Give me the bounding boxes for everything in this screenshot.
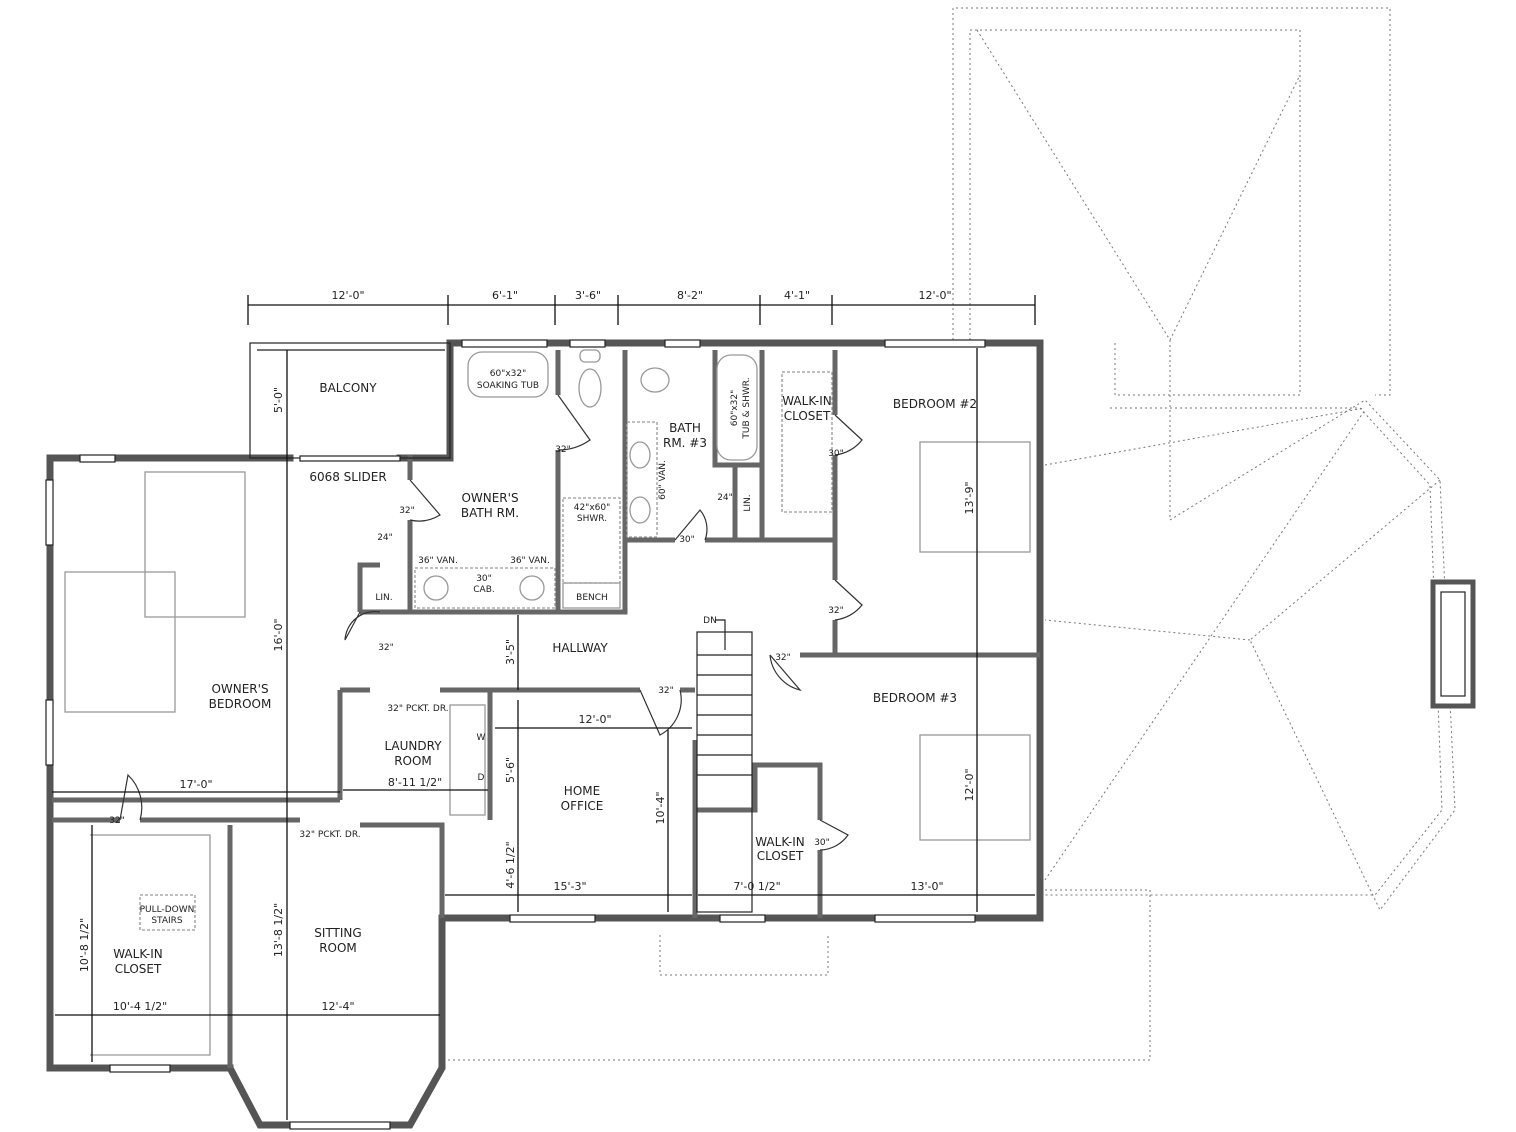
- dimension-lines: [52, 295, 1036, 1120]
- chimney-flue: [1440, 591, 1466, 697]
- label-dn: DN: [703, 616, 717, 626]
- door-swings: [119, 394, 863, 851]
- label-walkin-top-2: CLOSET: [784, 409, 831, 423]
- door-label: 32": [555, 445, 571, 455]
- door-label: 30": [679, 535, 695, 545]
- label-soaking-tub: 60"x32": [490, 369, 527, 379]
- label-walkin-left-2: CLOSET: [115, 962, 162, 976]
- dim-label: 13'-0": [910, 880, 943, 893]
- dim-label: 8'-11 1/2": [388, 776, 442, 789]
- label-pocket-door-b: 32" PCKT. DR.: [299, 830, 360, 840]
- label-washer: W: [477, 733, 486, 743]
- label-sitting-room-2: ROOM: [319, 941, 357, 955]
- label-shower-2: SHWR.: [577, 514, 607, 524]
- dimension-labels: 12'-0" 6'-1" 3'-6" 8'-2" 4'-1" 12'-0" 5'…: [78, 289, 976, 1013]
- dim-label: 12'-0": [963, 768, 976, 801]
- dim-label: 3'-6": [575, 289, 601, 302]
- label-owners-bedroom-2: BEDROOM: [209, 697, 272, 711]
- dim-label: 13'-8 1/2": [272, 903, 285, 957]
- label-tub-shower: 60"x32": [730, 390, 740, 427]
- label-36-van-b: 36" VAN.: [510, 556, 550, 566]
- label-sitting-room: SITTING: [314, 926, 361, 940]
- door-label: 24": [377, 533, 393, 543]
- dim-label: 10'-4 1/2": [113, 1000, 167, 1013]
- door-label: 32": [378, 643, 394, 653]
- door-label: 30": [828, 449, 844, 459]
- dim-label: 15'-3": [553, 880, 586, 893]
- label-dryer: D: [478, 773, 485, 783]
- room-labels: BALCONY OWNER'S BATH RM. BATH RM. #3 WAL…: [113, 381, 977, 976]
- dim-label: 10'-8 1/2": [78, 918, 91, 972]
- dim-label: 5'-0": [272, 387, 285, 413]
- label-owners-bath: OWNER'S: [461, 491, 518, 505]
- dim-label: 13'-9": [963, 481, 976, 514]
- label-bench: BENCH: [576, 593, 608, 603]
- label-lin-b: LIN.: [743, 494, 753, 511]
- label-walkin-left: WALK-IN: [113, 947, 163, 961]
- door-label: 32": [109, 816, 125, 826]
- label-36-van-a: 36" VAN.: [418, 556, 458, 566]
- walls: [46, 339, 1044, 1129]
- label-cab: 30": [476, 574, 492, 584]
- label-60-van: 60" VAN.: [658, 460, 668, 500]
- label-home-office-2: OFFICE: [561, 799, 604, 813]
- dim-label: 17'-0": [179, 778, 212, 791]
- door-label: 32": [658, 686, 674, 696]
- stairs: [696, 619, 753, 913]
- label-hallway: HALLWAY: [552, 641, 608, 655]
- dim-label: 16'-0": [272, 618, 285, 651]
- label-shower: 42"x60": [574, 503, 611, 513]
- label-balcony: BALCONY: [319, 381, 377, 395]
- label-pull-down: PULL-DOWN: [140, 905, 195, 915]
- dim-label: 5'-6": [504, 757, 517, 783]
- label-laundry-2: ROOM: [394, 754, 432, 768]
- door-label: 32": [828, 606, 844, 616]
- dim-label: 12'-4": [321, 1000, 354, 1013]
- dim-label: 12'-0": [918, 289, 951, 302]
- chimney: [1430, 579, 1476, 709]
- label-bath3-2: RM. #3: [663, 436, 707, 450]
- label-walkin-mid-2: CLOSET: [757, 849, 804, 863]
- fixtures: [64, 349, 1031, 1056]
- dim-label: 8'-2": [677, 289, 703, 302]
- dim-label: 12'-0": [578, 713, 611, 726]
- dim-label: 4'-1": [784, 289, 810, 302]
- dim-label: 12'-0": [331, 289, 364, 302]
- label-walkin-top: WALK-IN: [782, 394, 832, 408]
- label-lin-a: LIN.: [375, 593, 392, 603]
- dim-label: 3'-5": [504, 639, 517, 665]
- label-tub-shower-2: TUB & SHWR.: [742, 377, 752, 439]
- door-label: 24": [717, 493, 733, 503]
- door-label: 30": [814, 838, 830, 848]
- roof-outline: [445, 7, 1456, 1061]
- label-bedroom3: BEDROOM #3: [873, 691, 957, 705]
- dim-label: 6'-1": [492, 289, 518, 302]
- label-pocket-door-a: 32" PCKT. DR.: [387, 704, 448, 714]
- label-soaking-tub-2: SOAKING TUB: [477, 381, 539, 391]
- label-bath3: BATH: [669, 421, 701, 435]
- label-home-office: HOME: [564, 784, 600, 798]
- label-owners-bedroom: OWNER'S: [211, 682, 268, 696]
- door-label: 32": [775, 653, 791, 663]
- windows: [45, 339, 986, 1130]
- label-cab-2: CAB.: [473, 585, 494, 595]
- dim-label: 10'-4": [654, 791, 667, 824]
- dim-label: 4'-6 1/2": [504, 841, 517, 888]
- label-slider: 6068 SLIDER: [309, 470, 386, 484]
- door-label: 32": [399, 506, 415, 516]
- door-labels: 32" 32" 24" 32" 30" 24" 30" 32" 32" 32" …: [109, 445, 844, 848]
- fixture-labels: 60"x32" SOAKING TUB 60"x32" TUB & SHWR. …: [140, 369, 753, 926]
- label-owners-bath-2: BATH RM.: [461, 506, 519, 520]
- label-walkin-mid: WALK-IN: [755, 835, 805, 849]
- label-pull-down-2: STAIRS: [151, 916, 183, 926]
- label-laundry: LAUNDRY: [384, 739, 442, 753]
- label-bedroom2: BEDROOM #2: [893, 397, 977, 411]
- dim-label: 7'-0 1/2": [733, 880, 780, 893]
